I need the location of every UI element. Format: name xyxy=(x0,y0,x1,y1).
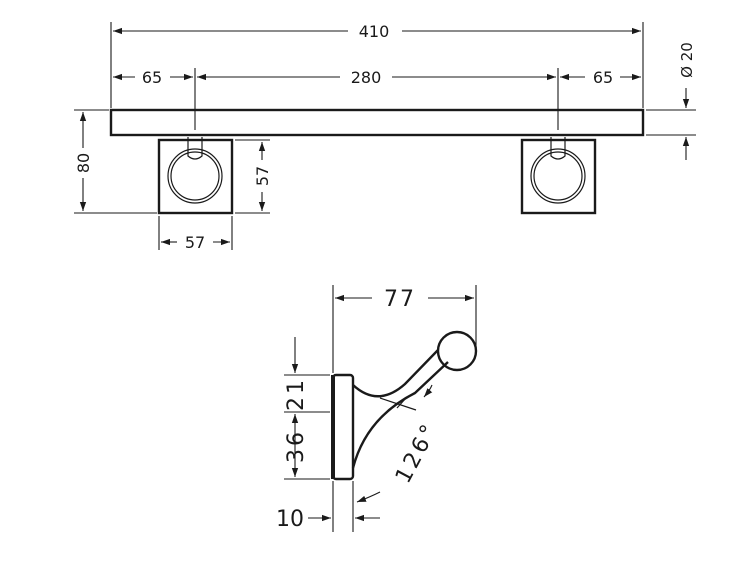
side-view: 77 21 36 10 126° xyxy=(276,285,478,532)
dimension-label: 77 xyxy=(384,287,416,312)
dimension-label: 280 xyxy=(351,68,382,87)
dimension-bar-diameter: Ø 20 xyxy=(646,42,696,160)
right-wall-mount xyxy=(520,137,597,215)
dimension-label: 126° xyxy=(391,418,444,487)
dimension-plate-thickness: 10 xyxy=(276,481,380,532)
dimension-label: 80 xyxy=(74,153,93,173)
dimension-mount-width: 57 xyxy=(158,216,233,252)
dimension-label: 410 xyxy=(359,22,390,41)
front-view: 410 65 280 65 Ø 20 xyxy=(74,22,696,252)
dimension-right-offset: 65 xyxy=(560,68,641,87)
dimension-left-offset: 65 xyxy=(113,68,193,87)
dimension-label: Ø 20 xyxy=(678,42,696,78)
dimension-plate-height: 36 xyxy=(284,414,330,480)
dimension-label: 57 xyxy=(185,233,205,252)
dimension-label: 10 xyxy=(276,507,304,532)
dimension-label: 36 xyxy=(284,429,309,463)
dimension-total-height: 80 xyxy=(74,109,157,214)
wall-plate xyxy=(331,373,355,481)
dimension-label: 57 xyxy=(253,166,272,186)
grab-bar xyxy=(109,108,645,137)
dimension-label: 65 xyxy=(142,68,162,87)
dimension-projection: 77 xyxy=(332,285,477,373)
dimension-upper-height: 21 xyxy=(284,337,330,413)
dimension-mount-height: 57 xyxy=(235,139,272,214)
curved-arm xyxy=(351,349,449,469)
dimension-label: 21 xyxy=(284,377,309,411)
dimension-center-distance: 280 xyxy=(197,68,556,87)
end-knob xyxy=(436,330,478,372)
left-wall-mount xyxy=(157,137,234,215)
dimension-overall-length: 410 xyxy=(113,22,641,41)
dimension-label: 65 xyxy=(593,68,613,87)
